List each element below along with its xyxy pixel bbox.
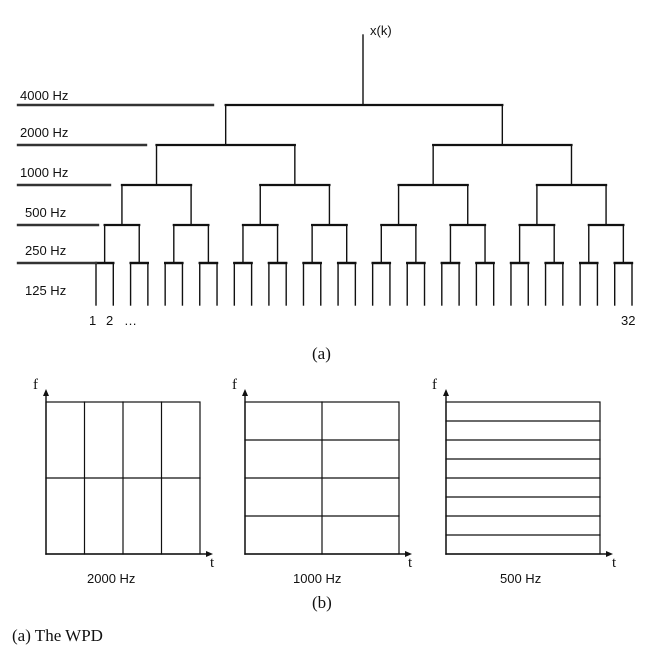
caption-b: (b): [312, 593, 332, 612]
band-label-125: 125 Hz: [25, 283, 67, 298]
panel-3-t-axis-label: t: [612, 555, 617, 571]
panel-2-t-axis-label: t: [408, 555, 413, 571]
band-label-2000: 2000 Hz: [20, 125, 69, 140]
footer-caption-text: (a) The WPD: [12, 626, 103, 645]
leaf-label-last: 32: [621, 313, 636, 328]
band-label-250: 250 Hz: [25, 243, 67, 258]
panel-3-f-arrow: [443, 389, 449, 396]
leaf-label-first: 1: [89, 313, 97, 328]
panel-2-f-arrow: [242, 389, 248, 396]
leaf-label-ellipsis: …: [124, 313, 137, 328]
root-label: x(k): [370, 23, 392, 38]
band-label-4000: 4000 Hz: [20, 88, 69, 103]
panel-1-t-axis-label: t: [210, 555, 215, 571]
caption-a: (a): [312, 344, 331, 363]
panel-3-t-arrow: [606, 551, 613, 557]
panel-1-t-arrow: [206, 551, 213, 557]
panel-1-label: 2000 Hz: [87, 571, 136, 586]
panel-2-t-arrow: [405, 551, 412, 557]
band-label-500: 500 Hz: [25, 205, 67, 220]
panel-2-f-axis-label: f: [232, 377, 237, 393]
band-label-1000: 1000 Hz: [20, 165, 69, 180]
panel-1-f-arrow: [43, 389, 49, 396]
leaf-label-second: 2: [106, 313, 114, 328]
panel-3-f-axis-label: f: [432, 377, 437, 393]
panel-3-label: 500 Hz: [500, 571, 542, 586]
panel-2-label: 1000 Hz: [293, 571, 342, 586]
panel-1-f-axis-label: f: [33, 377, 38, 393]
